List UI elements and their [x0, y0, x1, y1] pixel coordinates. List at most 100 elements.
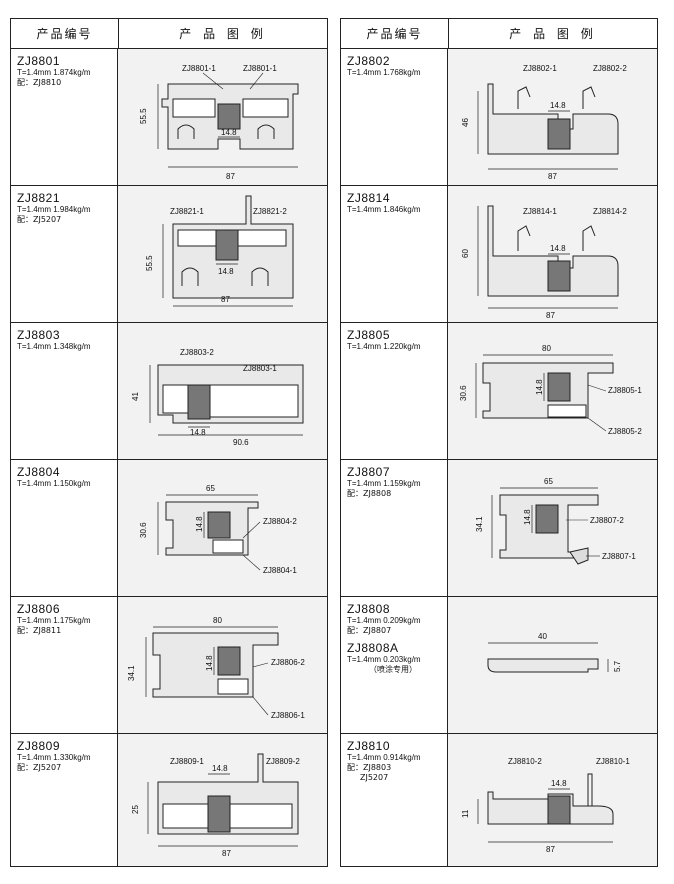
- product-code: ZJ8808: [347, 602, 391, 616]
- dimension-label: 55.5: [139, 108, 148, 124]
- product-pairing-secondary: ZJ5207: [360, 773, 389, 782]
- product-info-cell: ZJ8804 T=1.4mm 1.150kg/m: [11, 460, 118, 596]
- product-spec: T=1.4mm 1.874kg/m: [17, 68, 91, 77]
- header-product-code: 产品编号: [11, 19, 119, 48]
- profile-label: ZJ8806-1: [271, 711, 305, 720]
- profile-drawing: 65 30.6 14.8 ZJ8804-2 ZJ8804-1: [139, 484, 297, 575]
- product-spec: T=1.4mm 1.175kg/m: [17, 616, 91, 625]
- product-spec: T=1.4mm 1.150kg/m: [17, 479, 91, 488]
- product-code: ZJ8804: [17, 465, 61, 479]
- product-pairing: 配：ZJ8811: [17, 626, 62, 635]
- profile-drawing: 65 34.1 14.8 ZJ8807-2 ZJ8807-1: [475, 477, 636, 565]
- profile-label: ZJ8804-2: [263, 517, 297, 526]
- table-row: ZJ8803 T=1.4mm 1.348kg/m ZJ8803-2 ZJ8803…: [11, 323, 327, 460]
- profile-drawing-cell: 65 34.1 14.8 ZJ8807-2 ZJ8807-1: [448, 460, 657, 596]
- product-info-cell: ZJ8801 T=1.4mm 1.874kg/m 配：ZJ8810: [11, 49, 118, 185]
- dimension-label: 14.8: [205, 655, 214, 671]
- dimension-label: 14.8: [523, 509, 532, 525]
- product-info-cell: ZJ8802 T=1.4mm 1.768kg/m: [341, 49, 448, 185]
- right-product-table: 产品编号 产 品 图 例 ZJ8802 T=1.4mm 1.768kg/m ZJ…: [340, 18, 658, 867]
- profile-label: ZJ8810-1: [596, 757, 630, 766]
- profile-drawing-cell: 80 30.6 14.8 ZJ8805-1 ZJ8805-2: [448, 323, 657, 459]
- product-info-cell: ZJ8805 T=1.4mm 1.220kg/m: [341, 323, 448, 459]
- dimension-label: 14.8: [535, 379, 544, 395]
- product-code: ZJ8809: [17, 739, 61, 753]
- dimension-label: 14.8: [221, 128, 237, 137]
- header-product-image: 产 品 图 例: [509, 27, 597, 41]
- product-info-cell: ZJ8806 T=1.4mm 1.175kg/m 配：ZJ8811: [11, 597, 118, 733]
- product-code: ZJ8802: [347, 54, 391, 68]
- dimension-label: 40: [538, 632, 547, 641]
- product-info-cell: ZJ8807 T=1.4mm 1.159kg/m 配：ZJ8808: [341, 460, 448, 596]
- product-info-cell: ZJ8810 T=1.4mm 0.914kg/m 配：ZJ8803 ZJ5207: [341, 734, 448, 866]
- product-spec: T=1.4mm 1.330kg/m: [17, 753, 91, 762]
- dimension-label: 41: [131, 392, 140, 401]
- product-spec: T=1.4mm 1.984kg/m: [17, 205, 91, 214]
- profile-label: ZJ8806-2: [271, 658, 305, 667]
- profile-drawing-cell: 40 5.7: [448, 597, 657, 733]
- profile-drawing: ZJ8801-1 ZJ8801-1 55.5 87 14.8: [139, 64, 299, 181]
- profile-label: ZJ8803-1: [243, 364, 277, 373]
- product-spec: T=1.4mm 1.348kg/m: [17, 342, 91, 351]
- profile-label: ZJ8802-1: [523, 64, 557, 73]
- product-code: ZJ8803: [17, 328, 61, 342]
- dimension-label: 34.1: [127, 665, 136, 681]
- dimension-label: 65: [544, 477, 553, 486]
- profile-drawing: ZJ8809-1 ZJ8809-2 25 87 14.8: [131, 753, 300, 858]
- profile-drawing-cell: ZJ8803-2 ZJ8803-1 41 90.6 14.8: [118, 323, 327, 459]
- profile-label: ZJ8814-1: [523, 207, 557, 216]
- profile-label: ZJ8810-2: [508, 757, 542, 766]
- dimension-label: 60: [461, 249, 470, 258]
- product-info-cell: ZJ8821 T=1.4mm 1.984kg/m 配：ZJ5207: [11, 186, 118, 322]
- table-row: ZJ8804 T=1.4mm 1.150kg/m 65 30.6 14.8 ZJ…: [11, 460, 327, 597]
- product-spec: T=1.4mm 1.846kg/m: [347, 205, 421, 214]
- profile-drawing-cell: ZJ8809-1 ZJ8809-2 25 87 14.8: [118, 734, 327, 866]
- product-code: ZJ8814: [347, 191, 391, 205]
- product-code: ZJ8801: [17, 54, 61, 68]
- dimension-label: 11: [461, 809, 470, 818]
- dimension-label: 80: [542, 344, 551, 353]
- header-product-image: 产 品 图 例: [179, 27, 267, 41]
- profile-label: ZJ8801-1: [243, 64, 277, 73]
- table-header: 产品编号 产 品 图 例: [11, 19, 327, 49]
- profile-label: ZJ8821-2: [253, 207, 287, 216]
- product-spec: T=1.4mm 1.220kg/m: [347, 342, 421, 351]
- dimension-label: 46: [461, 118, 470, 127]
- dimension-label: 34.1: [475, 516, 484, 532]
- dimension-label: 14.8: [550, 101, 566, 110]
- product-pairing: 配：ZJ8808: [347, 489, 392, 498]
- dimension-label: 14.8: [212, 764, 228, 773]
- product-spec: T=1.4mm 0.914kg/m: [347, 753, 421, 762]
- product-spec: T=1.4mm 1.159kg/m: [347, 479, 421, 488]
- table-row: ZJ8808 T=1.4mm 0.209kg/m 配：ZJ8807 ZJ8808…: [341, 597, 657, 734]
- dimension-label: 30.6: [459, 385, 468, 401]
- dimension-label: 14.8: [550, 244, 566, 253]
- profile-label: ZJ8809-2: [266, 757, 300, 766]
- product-code: ZJ8821: [17, 191, 61, 205]
- table-row: ZJ8809 T=1.4mm 1.330kg/m 配：ZJ5207 ZJ8809…: [11, 734, 327, 866]
- dimension-label: 87: [226, 172, 235, 181]
- profile-label: ZJ8805-2: [608, 427, 642, 436]
- profile-label: ZJ8805-1: [608, 386, 642, 395]
- dimension-label: 14.8: [218, 267, 234, 276]
- table-row: ZJ8806 T=1.4mm 1.175kg/m 配：ZJ8811 80 34.…: [11, 597, 327, 734]
- product-info-cell: ZJ8814 T=1.4mm 1.846kg/m: [341, 186, 448, 322]
- product-code-variant: ZJ8808A: [347, 641, 399, 655]
- table-header: 产品编号 产 品 图 例: [341, 19, 657, 49]
- profile-drawing-cell: 65 30.6 14.8 ZJ8804-2 ZJ8804-1: [118, 460, 327, 596]
- profile-label: ZJ8807-2: [590, 516, 624, 525]
- left-product-table: 产品编号 产 品 图 例 ZJ8801 T=1.4mm 1.874kg/m 配：…: [10, 18, 328, 867]
- dimension-label: 25: [131, 805, 140, 814]
- product-pairing: 配：ZJ8803: [347, 763, 392, 772]
- product-pairing: 配：ZJ8807: [347, 626, 392, 635]
- product-info-cell: ZJ8809 T=1.4mm 1.330kg/m 配：ZJ5207: [11, 734, 118, 866]
- profile-drawing: ZJ8821-1 ZJ8821-2 55.5 87 14.8: [145, 195, 294, 307]
- dimension-label: 55.5: [145, 255, 154, 271]
- profile-label: ZJ8821-1: [170, 207, 204, 216]
- table-row: ZJ8805 T=1.4mm 1.220kg/m 80 30.6 14.8 ZJ…: [341, 323, 657, 460]
- dimension-label: 87: [548, 172, 557, 181]
- profile-drawing: 40 5.7: [487, 632, 622, 673]
- table-row: ZJ8810 T=1.4mm 0.914kg/m 配：ZJ8803 ZJ5207…: [341, 734, 657, 866]
- profile-drawing: 80 30.6 14.8 ZJ8805-1 ZJ8805-2: [459, 344, 642, 436]
- profile-label: ZJ8807-1: [602, 552, 636, 561]
